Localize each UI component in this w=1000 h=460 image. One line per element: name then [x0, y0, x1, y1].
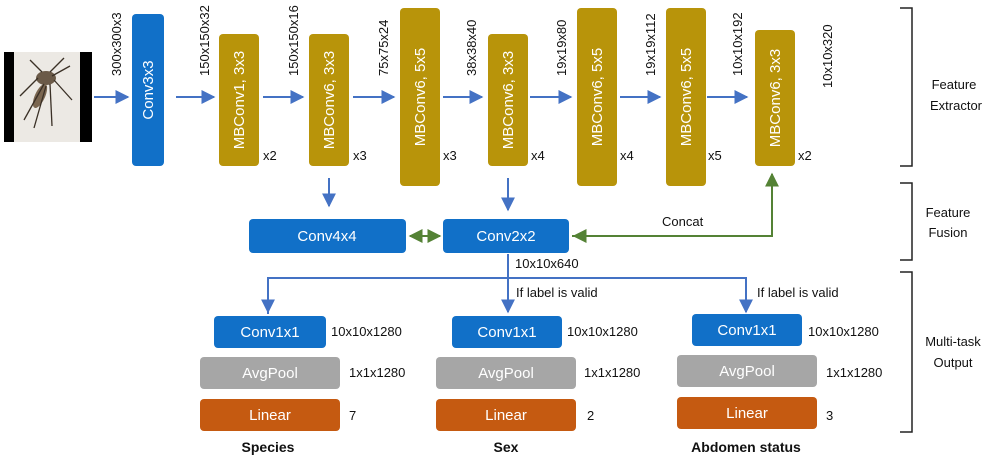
species-conv-label: Conv1x1: [240, 324, 299, 341]
block2-dims: 150x150x16: [286, 5, 301, 76]
block1-dims: 150x150x32: [197, 5, 212, 76]
fusion-arrows: [322, 172, 779, 243]
mbconv-block-6-repeat: x5: [708, 148, 722, 163]
conv2x2-label: Conv2x2: [476, 228, 535, 245]
abdomen-head: Conv1x1 10x10x1280 AvgPool 1x1x1280 Line…: [677, 314, 882, 455]
abdomen-pool-label: AvgPool: [719, 363, 775, 380]
sex-title: Sex: [494, 439, 519, 455]
sex-head-note: If label is valid: [516, 285, 598, 300]
block4-dims: 38x38x40: [464, 20, 479, 76]
mbconv-block-1-repeat: x2: [263, 148, 277, 163]
mbconv-block-3-repeat: x3: [443, 148, 457, 163]
sex-pool-label: AvgPool: [478, 365, 534, 382]
mbconv-block-5-label: MBConv6, 5x5: [589, 48, 606, 146]
sex-classes: 2: [587, 408, 594, 423]
mbconv-block-2-repeat: x3: [353, 148, 367, 163]
section-extractor-line1: Feature: [932, 77, 977, 92]
mbconv-block-3: MBConv6, 5x5 x3: [400, 8, 457, 186]
species-pool-label: AvgPool: [242, 365, 298, 382]
species-linear-label: Linear: [249, 407, 291, 424]
mbconv-block-6-label: MBConv6, 5x5: [678, 48, 695, 146]
mbconv-block-3-label: MBConv6, 5x5: [412, 48, 429, 146]
abdomen-linear-label: Linear: [726, 405, 768, 422]
section-extractor-line2: Extractor: [930, 98, 983, 113]
conv4x4-label: Conv4x4: [297, 228, 356, 245]
species-title: Species: [242, 439, 295, 455]
mosquito-icon: [19, 57, 73, 129]
abdomen-conv-label: Conv1x1: [717, 322, 776, 339]
mbconv-block-2-label: MBConv6, 3x3: [321, 51, 338, 149]
block6-dims: 19x19x112: [643, 13, 658, 76]
species-classes: 7: [349, 408, 356, 423]
sex-conv-label: Conv1x1: [477, 324, 536, 341]
conv4x4-block: Conv4x4: [249, 219, 406, 253]
mbconv-block-4: MBConv6, 3x3 x4: [488, 34, 545, 166]
abdomen-conv-dims: 10x10x1280: [808, 324, 879, 339]
section-brackets: [900, 7, 913, 433]
sex-conv-dims: 10x10x1280: [567, 324, 638, 339]
species-pool-dims: 1x1x1280: [349, 365, 405, 380]
head-distribution-arrows: [261, 254, 753, 314]
section-output-line2: Output: [933, 355, 972, 370]
concat-label: Concat: [662, 214, 704, 229]
mbconv-block-7-repeat: x2: [798, 148, 812, 163]
mbconv-block-7-label: MBConv6, 3x3: [767, 49, 784, 147]
sex-linear-label: Linear: [485, 407, 527, 424]
mbconv-block-4-label: MBConv6, 3x3: [500, 51, 517, 149]
mbconv-block-5: MBConv6, 5x5 x4: [577, 8, 634, 186]
sex-pool-dims: 1x1x1280: [584, 365, 640, 380]
section-fusion-line1: Feature: [926, 205, 971, 220]
mbconv-block-2: MBConv6, 3x3 x3: [309, 34, 367, 166]
conv3x3-block: Conv3x3: [132, 14, 164, 166]
section-output-line1: Multi-task: [925, 334, 981, 349]
abdomen-head-note: If label is valid: [757, 285, 839, 300]
mbconv-block-7: MBConv6, 3x3 x2: [755, 30, 812, 166]
mbconv-block-4-repeat: x4: [531, 148, 545, 163]
block3-dims: 75x75x24: [376, 20, 391, 76]
mbconv-block-6: MBConv6, 5x5 x5: [666, 8, 722, 186]
abdomen-classes: 3: [826, 408, 833, 423]
block5-dims: 19x19x80: [554, 20, 569, 76]
mbconv-block-1: MBConv1, 3x3 x2: [219, 34, 277, 166]
abdomen-pool-dims: 1x1x1280: [826, 365, 882, 380]
species-head: Conv1x1 10x10x1280 AvgPool 1x1x1280 Line…: [200, 316, 405, 455]
conv2x2-block: Conv2x2: [443, 219, 569, 253]
fusion-out-dims: 10x10x640: [515, 256, 579, 271]
mbconv-block-1-label: MBConv1, 3x3: [231, 51, 248, 149]
abdomen-title: Abdomen status: [691, 439, 801, 455]
species-conv-dims: 10x10x1280: [331, 324, 402, 339]
input-dims: 300x300x3: [109, 12, 124, 76]
section-fusion-line2: Fusion: [928, 225, 967, 240]
conv3x3-label: Conv3x3: [140, 60, 157, 119]
input-image: [4, 52, 92, 142]
block7-dims: 10x10x192: [730, 12, 745, 76]
sex-head: Conv1x1 10x10x1280 AvgPool 1x1x1280 Line…: [436, 316, 640, 455]
extractor-out-dims: 10x10x320: [820, 24, 835, 88]
mbconv-block-5-repeat: x4: [620, 148, 634, 163]
